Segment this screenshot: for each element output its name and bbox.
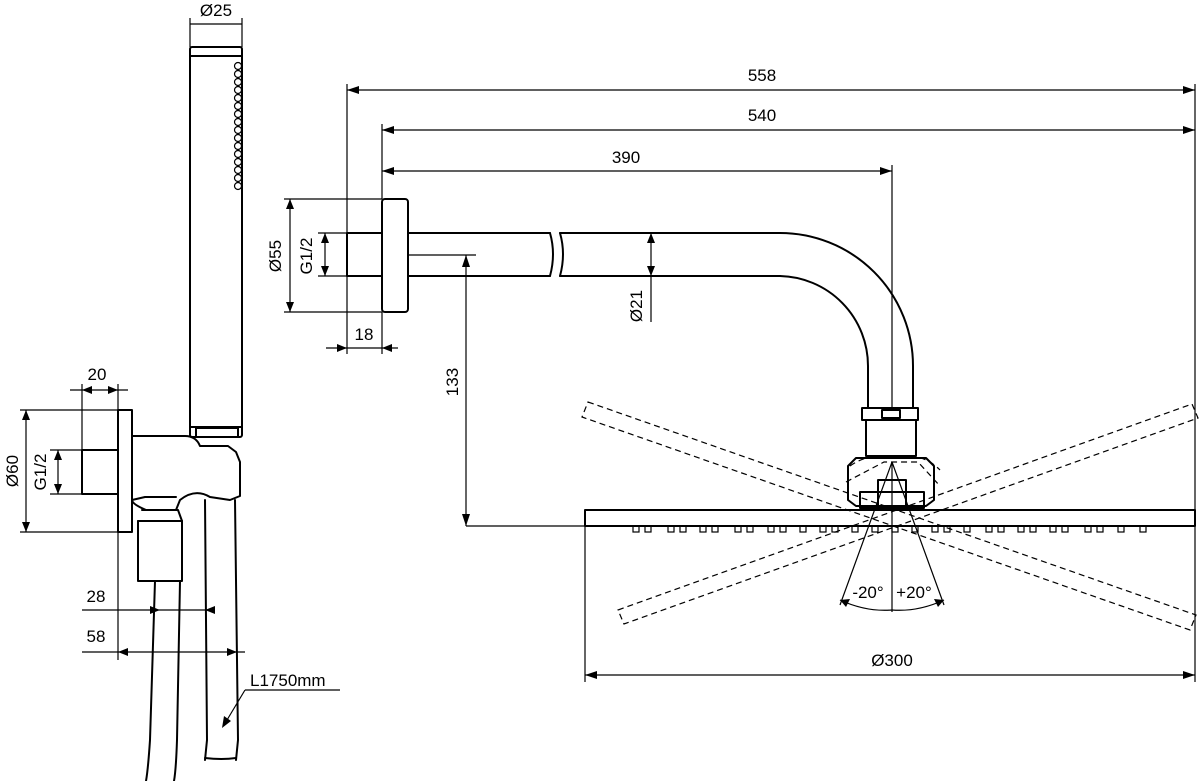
dim-arm-tube-diameter: Ø21 bbox=[627, 233, 655, 322]
dim-flange-diameter: Ø55 bbox=[266, 198, 382, 313]
hoses bbox=[145, 499, 239, 781]
dim-hand-shower-diameter: Ø25 bbox=[189, 1, 243, 47]
dim-arm-length-from-flange: 540 bbox=[381, 106, 1195, 199]
dim-head-diameter: Ø300 bbox=[584, 526, 1196, 682]
hand-shower bbox=[189, 46, 243, 438]
label-arm-length-from-flange: 540 bbox=[748, 106, 776, 125]
tilt-angle: -20° +20° bbox=[839, 461, 945, 612]
dim-outlet-depth: 20 bbox=[70, 365, 128, 450]
label-arm-drop-height: 133 bbox=[443, 368, 462, 396]
wall-outlet-holder bbox=[81, 409, 241, 582]
label-arm-overall-length: 558 bbox=[748, 66, 776, 85]
shower-head bbox=[584, 509, 1196, 533]
label-head-diameter: Ø300 bbox=[871, 651, 913, 670]
nozzle-row bbox=[233, 61, 243, 191]
dim-arm-reach-to-head: 390 bbox=[382, 148, 893, 408]
label-hose-offset-58: 58 bbox=[87, 627, 106, 646]
label-hose-offset-28: 28 bbox=[87, 587, 106, 606]
dim-arm-thread: G1/2 bbox=[297, 232, 347, 277]
dim-arm-overall-length: 558 bbox=[346, 66, 1196, 510]
label-hose-length: L1750mm bbox=[250, 671, 326, 690]
label-outlet-depth: 20 bbox=[88, 365, 107, 384]
label-outlet-flange-diameter: Ø60 bbox=[3, 455, 22, 487]
dim-hose-offset-28: 28 bbox=[82, 587, 215, 614]
dim-arm-drop-height: 133 bbox=[443, 255, 585, 527]
dim-flange-depth: 18 bbox=[326, 276, 398, 354]
dim-outlet-thread: G1/2 bbox=[31, 449, 82, 495]
label-arm-tube-diameter: Ø21 bbox=[627, 290, 646, 322]
label-arm-thread: G1/2 bbox=[297, 238, 316, 275]
label-tilt-negative: -20° bbox=[852, 583, 883, 602]
shower-arm bbox=[346, 198, 935, 509]
head-nozzles bbox=[632, 525, 1147, 533]
label-outlet-thread: G1/2 bbox=[31, 454, 50, 491]
dim-hose-offset-58: 58 bbox=[82, 532, 245, 660]
label-arm-reach-to-head: 390 bbox=[612, 148, 640, 167]
dim-outlet-flange-diameter: Ø60 bbox=[3, 409, 118, 533]
dim-hose-length: L1750mm bbox=[222, 671, 340, 728]
label-hand-shower-diameter: Ø25 bbox=[200, 1, 232, 20]
label-tilt-positive: +20° bbox=[896, 583, 932, 602]
tilted-head-positions bbox=[581, 401, 1199, 631]
label-flange-depth: 18 bbox=[355, 325, 374, 344]
label-flange-diameter: Ø55 bbox=[266, 240, 285, 272]
